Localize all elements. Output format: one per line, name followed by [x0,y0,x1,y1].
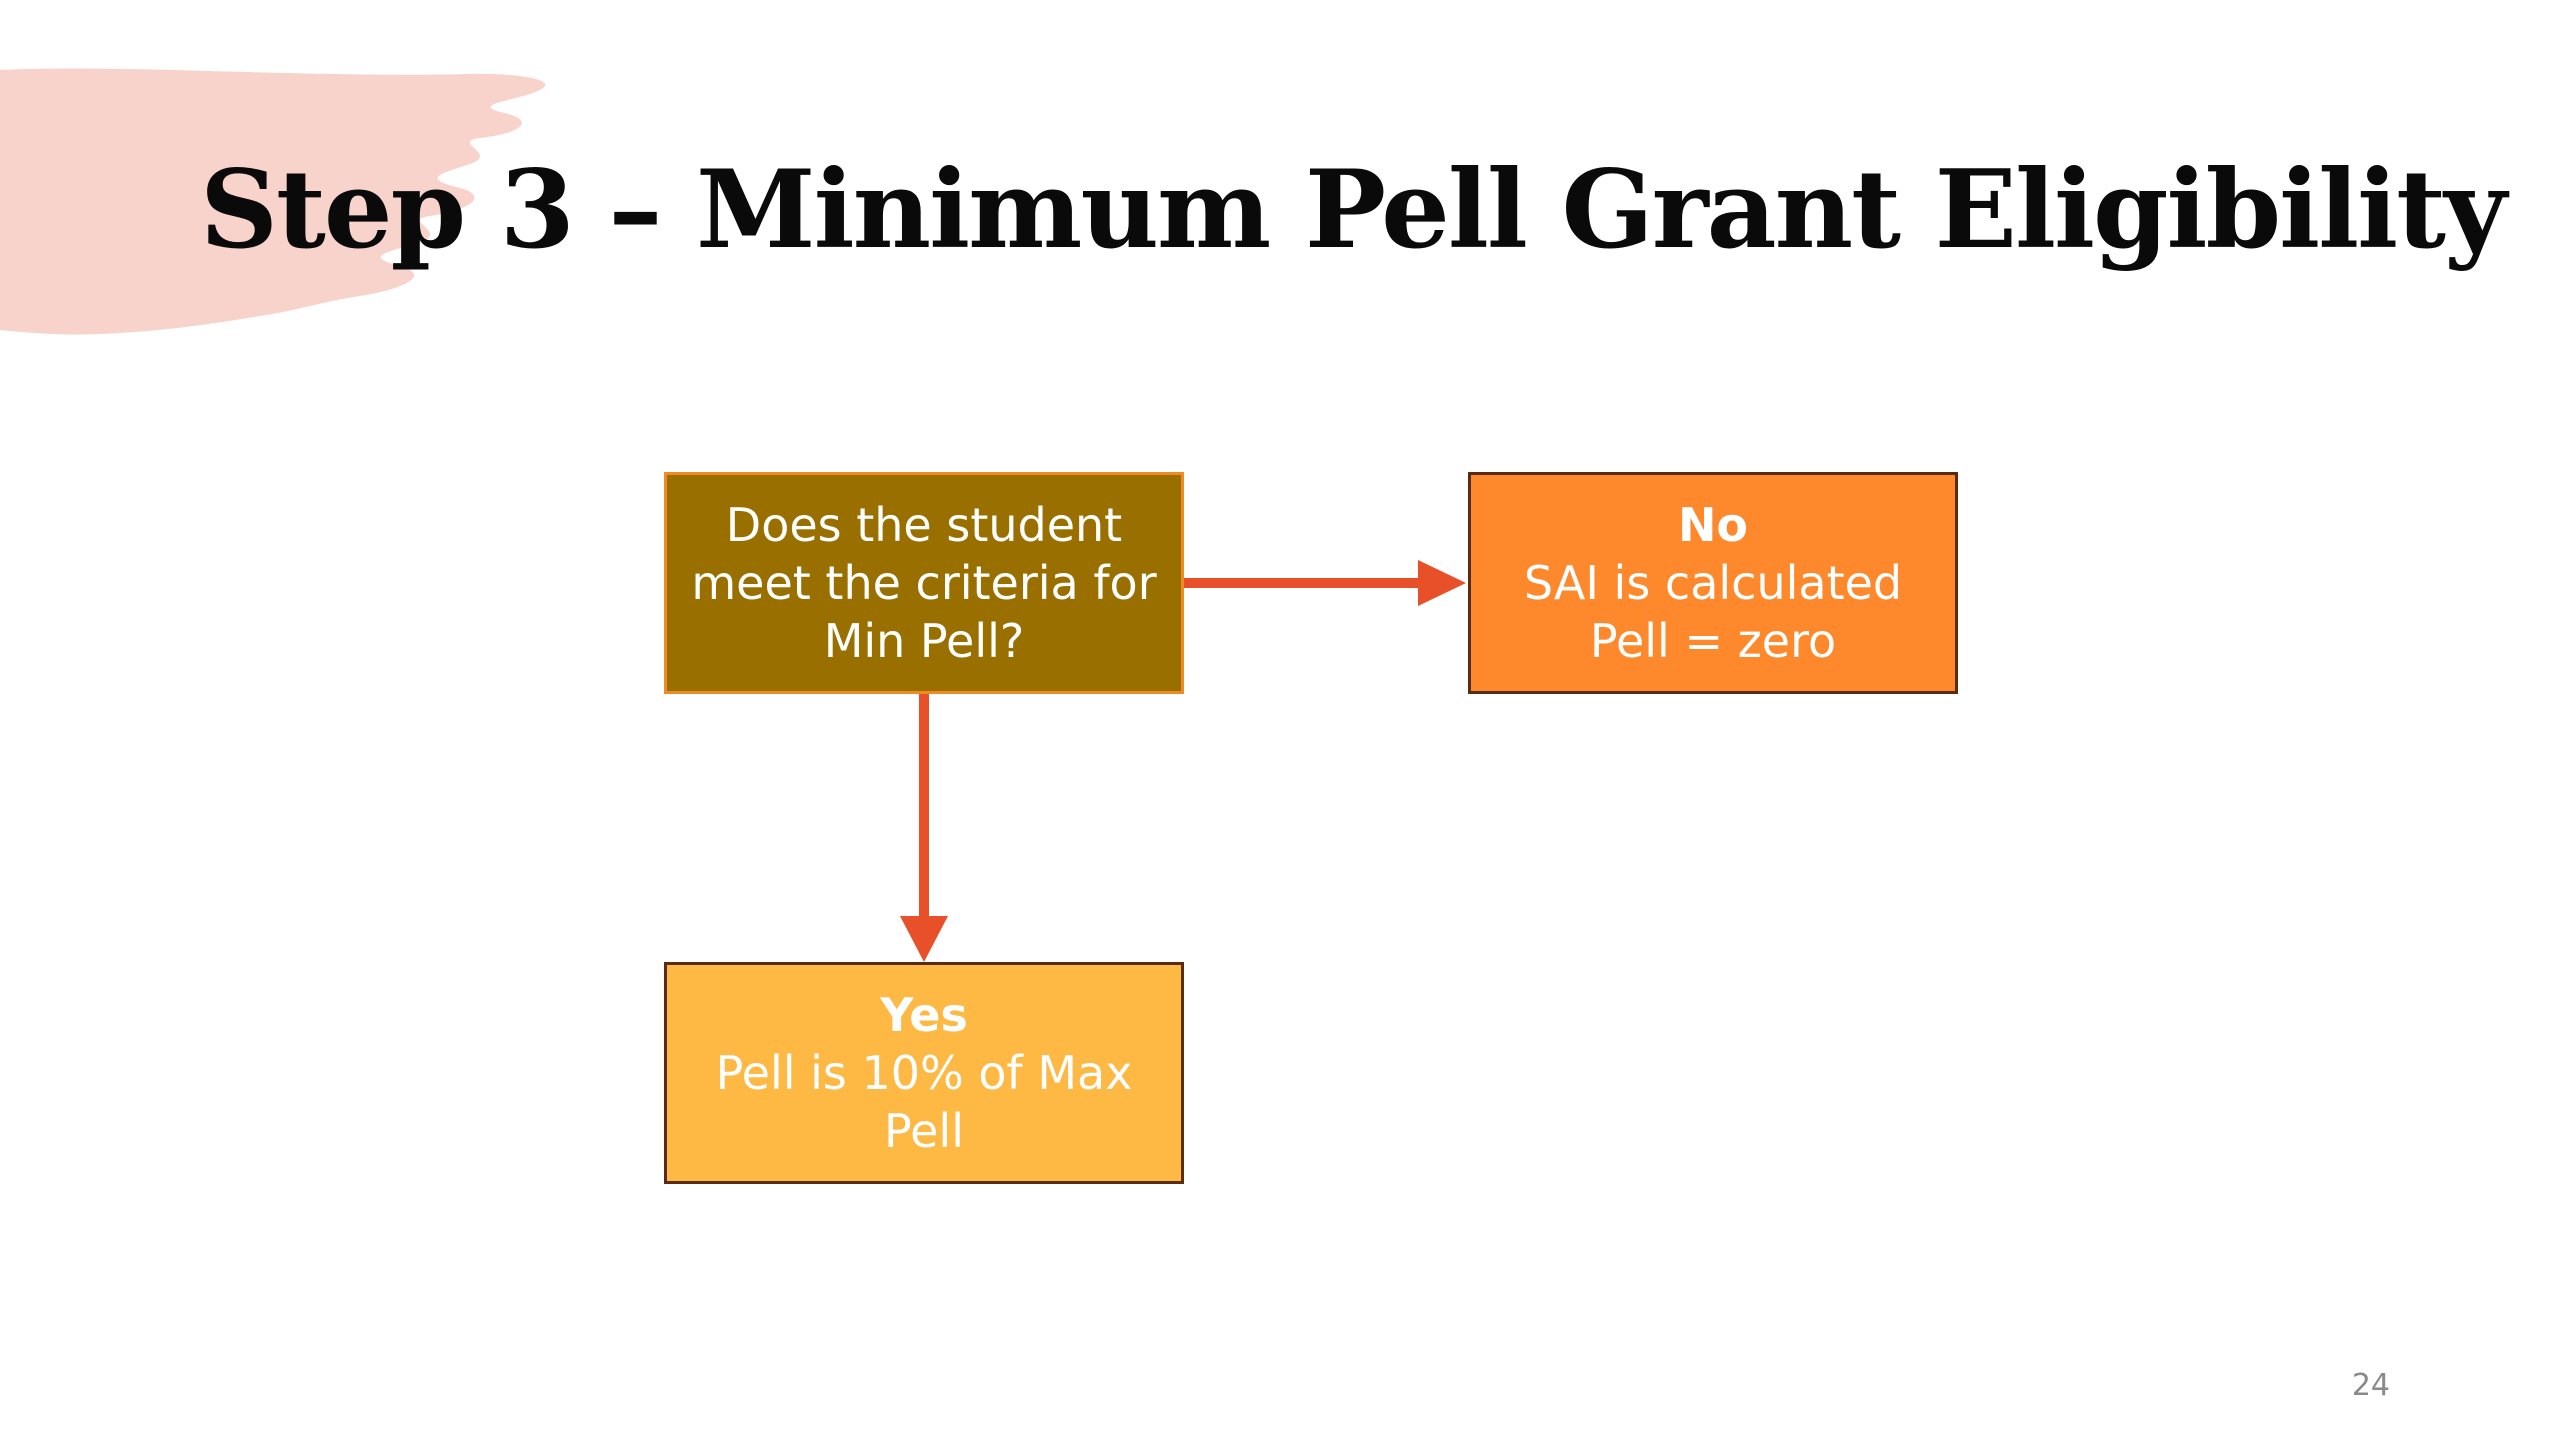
yes-outcome-line-1: Pell is 10% of Max [715,1046,1133,1100]
question-line-3: Min Pell? [823,614,1025,668]
question-line-2: meet the criteria for [691,556,1157,610]
arrow-to-no-head [1418,560,1466,606]
question-line-1: Does the student [725,498,1123,552]
page-number: 24 [2351,1368,2390,1403]
yes-outcome-line-2: Pell [884,1104,964,1158]
no-outcome-heading: No [1677,498,1749,552]
arrow-to-yes-head [900,916,948,962]
yes-outcome-heading: Yes [880,988,968,1042]
brush-stroke-decoration [0,68,546,335]
no-outcome-line-2: Pell = zero [1589,614,1837,668]
question-box: Does the student meet the criteria for M… [664,472,1184,694]
yes-outcome-box: Yes Pell is 10% of Max Pell [664,962,1184,1184]
no-outcome-line-1: SAI is calculated [1523,556,1903,610]
no-outcome-box: No SAI is calculated Pell = zero [1468,472,1958,694]
brush-shape [0,68,546,335]
slide-title: Step 3 – Minimum Pell Grant Eligibility [200,147,2507,273]
